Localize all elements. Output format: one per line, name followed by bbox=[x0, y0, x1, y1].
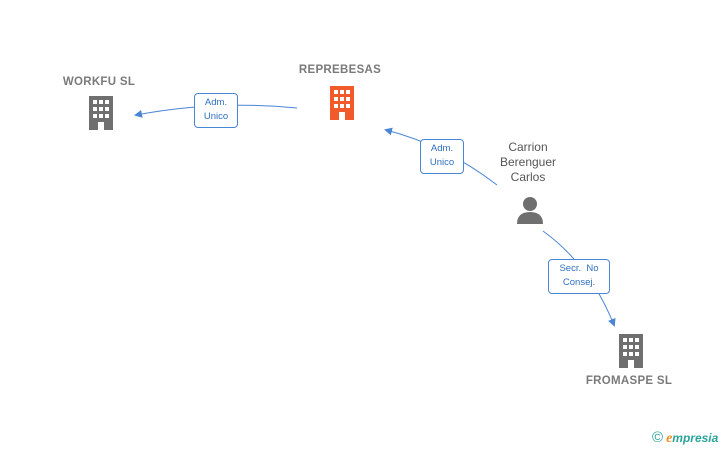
edge-label-adm-unico-reprebesas[interactable]: Adm. Unico bbox=[420, 139, 464, 174]
building-icon[interactable] bbox=[86, 96, 116, 130]
brand-rest: mpresia bbox=[672, 431, 719, 445]
person-icon[interactable] bbox=[515, 195, 545, 225]
node-label-reprebesas-line1: REPREBESAS bbox=[298, 64, 382, 76]
empresia-logo: ©empresia bbox=[652, 429, 718, 447]
edge-label-secr-no-consej[interactable]: Secr. No Consej. bbox=[548, 259, 610, 294]
brand-e: e bbox=[666, 431, 673, 446]
node-label-workfu[interactable]: WORKFU SL bbox=[62, 76, 136, 88]
copyright-icon: © bbox=[652, 429, 664, 446]
node-label-carrion-line3: Carlos bbox=[510, 170, 546, 184]
edge-label-line2: Unico bbox=[203, 111, 229, 122]
edge-label-line2: Unico bbox=[429, 157, 455, 168]
node-label-carrion-line1: Carrion bbox=[508, 140, 548, 154]
node-label-carrion[interactable]: Carrion Berenguer Carlos bbox=[478, 140, 578, 185]
node-label-fromaspe[interactable]: FROMASPE SL bbox=[585, 375, 673, 387]
edge-label-line1: Adm. bbox=[204, 97, 228, 108]
node-label-carrion-line2: Berenguer bbox=[499, 155, 557, 169]
building-icon[interactable] bbox=[327, 86, 357, 120]
building-icon[interactable] bbox=[616, 334, 646, 368]
edge-label-line1: Secr. No bbox=[559, 263, 599, 274]
edge-label-line2: Consej. bbox=[562, 277, 596, 288]
edge-label-adm-unico-workfu[interactable]: Adm. Unico bbox=[194, 93, 238, 128]
edge-label-line1: Adm. bbox=[430, 143, 454, 154]
